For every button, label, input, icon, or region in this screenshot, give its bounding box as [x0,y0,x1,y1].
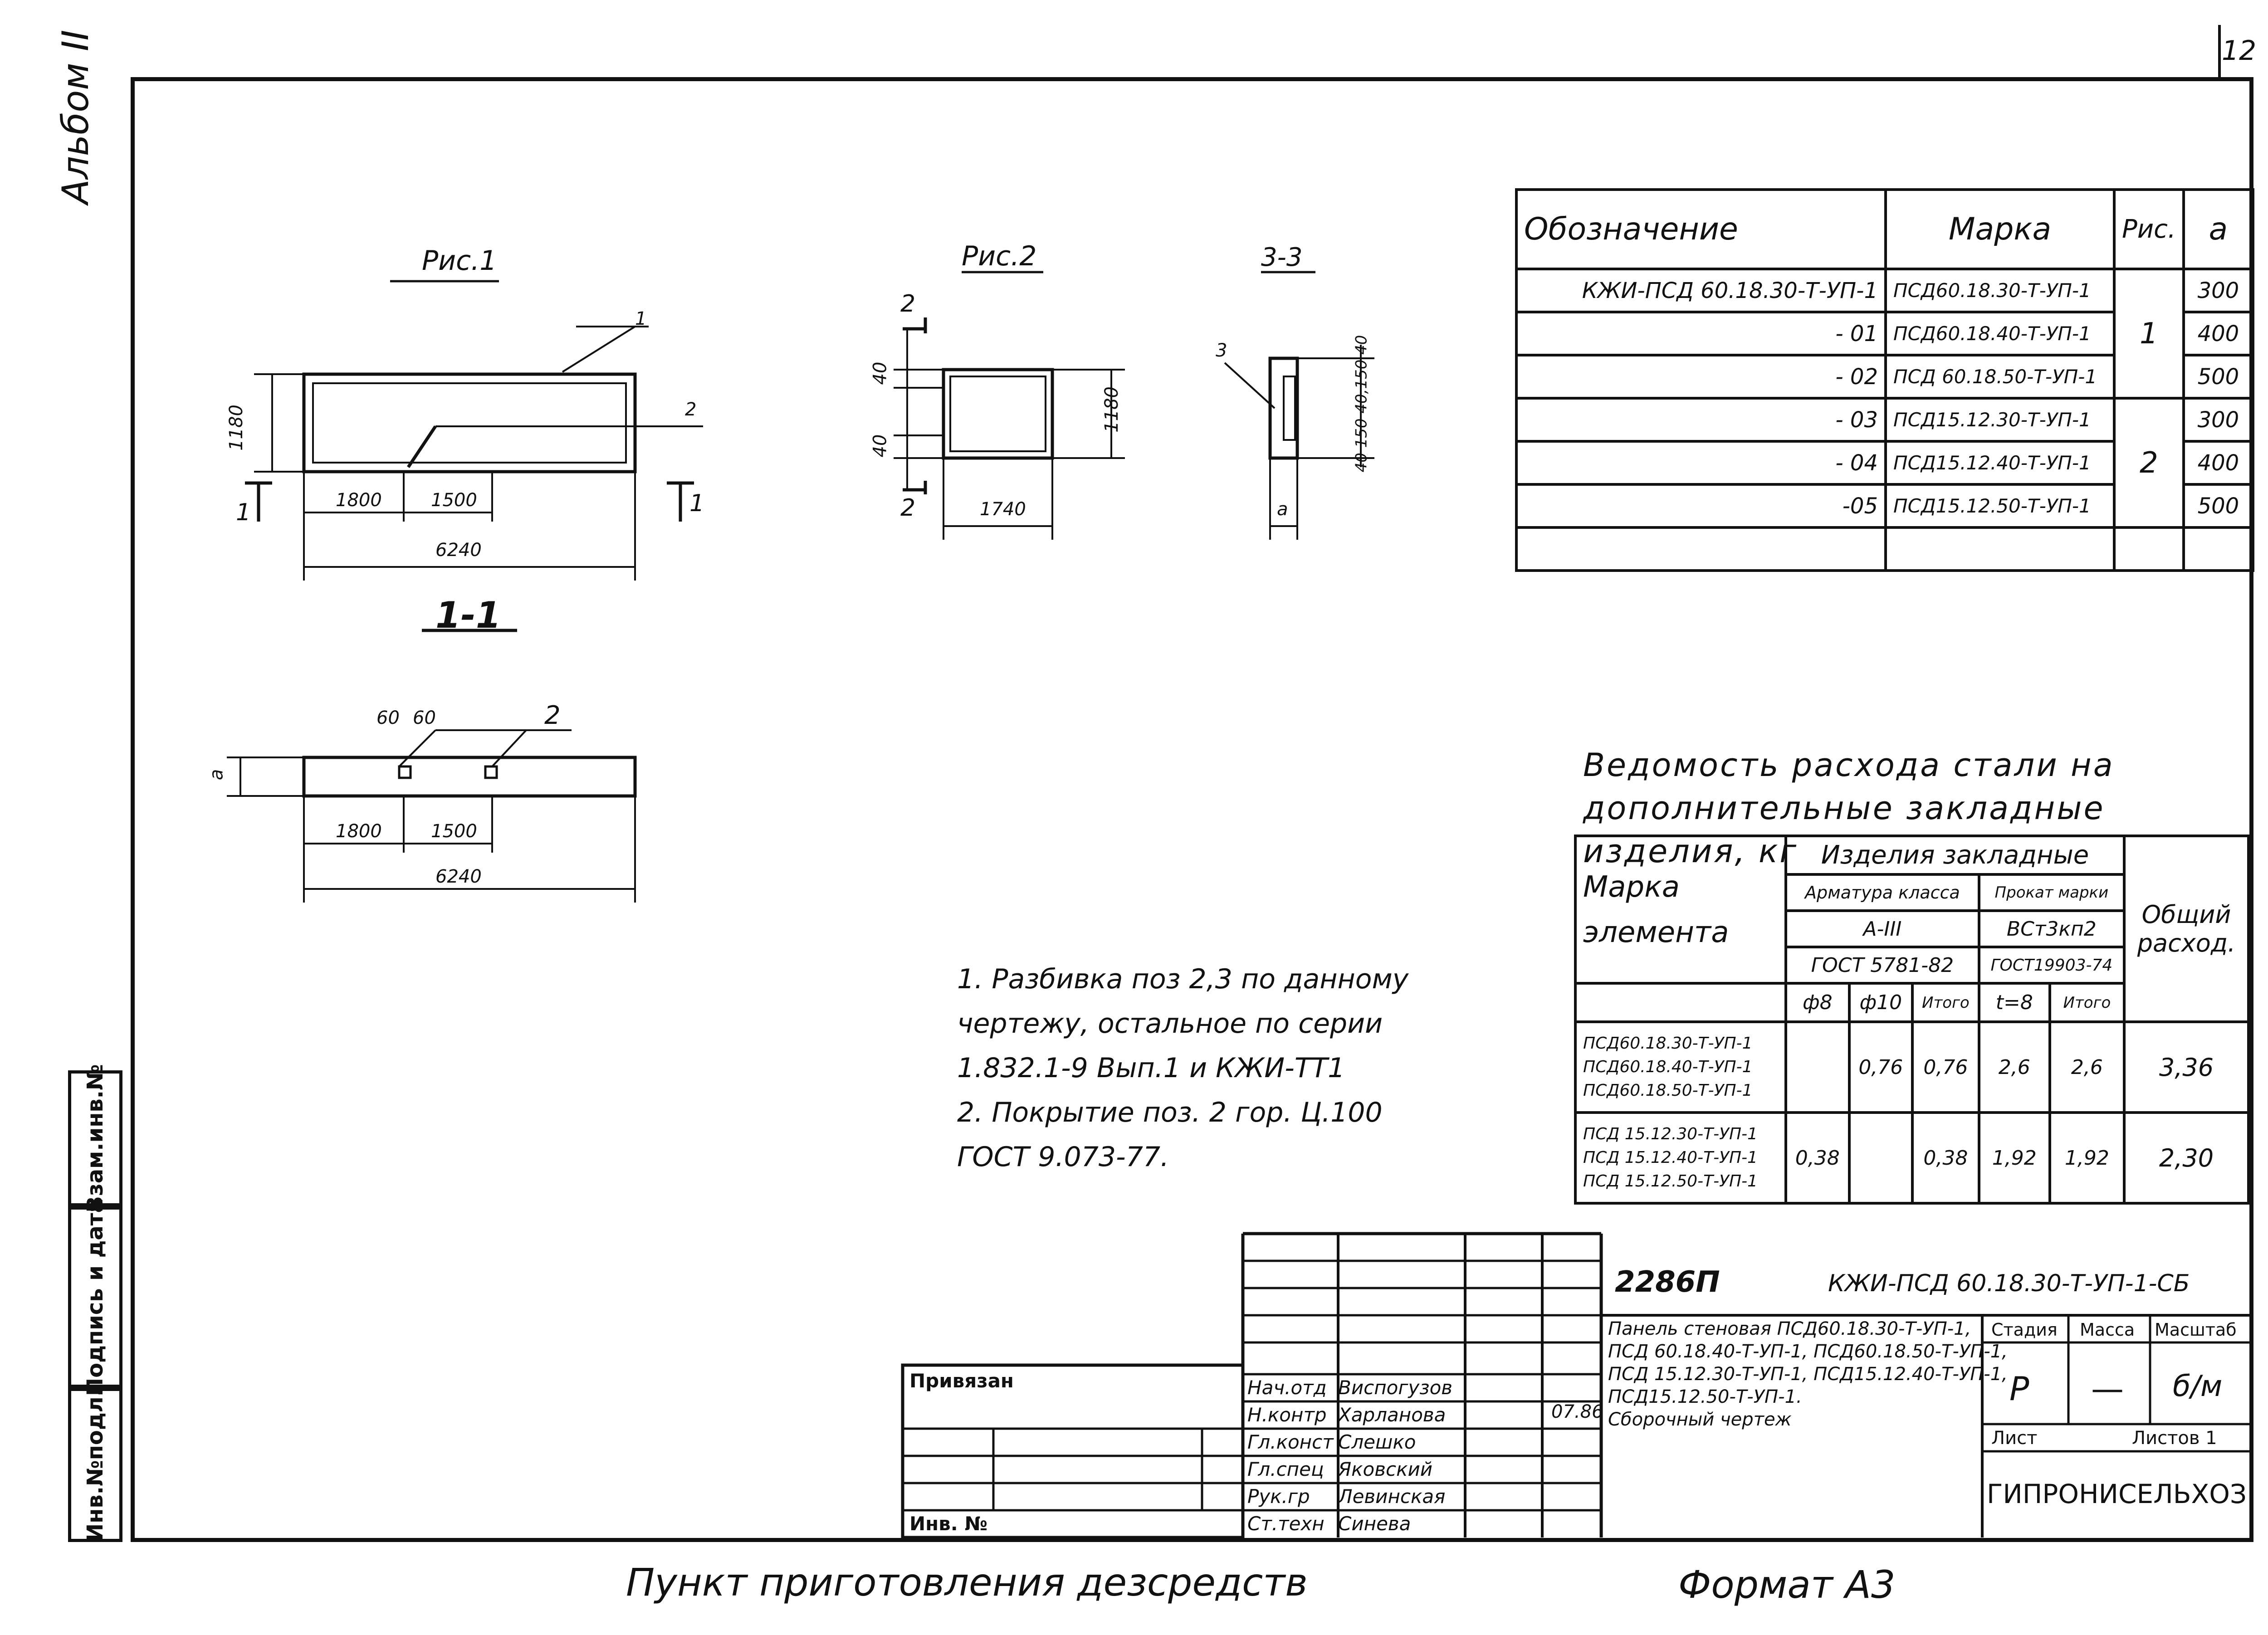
steel-col-items: Изделия закладные [1784,835,2126,876]
page-number: 12 [2218,25,2257,77]
marks-row [1515,526,2255,572]
sec11-a: a [206,769,227,781]
fig1-pos2: 2 [685,399,697,420]
sec11-dim-60a: 60 [376,708,400,728]
fig1-pos1: 1 [635,308,647,329]
sec33-pos: 3 [1216,340,1227,361]
marks-header-fig: Рис. [2113,188,2185,270]
steel-arm-gost: ГОСТ 5781-82 [1784,946,1980,985]
drawing-frame [131,77,2253,1542]
steel-sheet-table: Марка элемента Изделия закладные Общий р… [1574,835,2250,1205]
date: 07.86 [1551,1401,1603,1422]
section33-title: 3-3 [1261,243,1303,272]
sec11-dim-1800: 1800 [336,821,382,842]
fig2-cut-top: 2 [900,290,916,317]
stage-label: Стадия [1991,1320,2058,1340]
note-line: 1.832.1-9 Вып.1 и КЖИ-ТТ1 [957,1052,1345,1084]
steel-col-mark: Марка элемента [1574,835,1787,985]
fig1-dim-total: 6240 [435,540,482,561]
sec11-dim-1500: 1500 [431,821,477,842]
project-number: 2286П [1615,1265,1720,1299]
sec33-a: a [1277,499,1288,520]
sec33-dims: 40 150 40,150 40 [1352,335,1371,473]
sec11-dim-60b: 60 [413,708,436,728]
document-code: КЖИ-ПСД 60.18.30-Т-УП-1-СБ [1828,1270,2190,1297]
steel-prok-gost: ГОСТ19903-74 [1977,946,2126,985]
sec11-dim-total: 6240 [435,866,482,887]
section11-title: 1-1 [435,594,501,636]
sheets-label: Листов 1 [2132,1428,2217,1449]
fig2-cut-bot: 2 [900,494,916,522]
fig1-dim-1800: 1800 [336,490,382,511]
scale-value: б/м [2173,1370,2223,1403]
footer-left: Пункт приготовления дезсредств [626,1560,1308,1605]
marks-header-a: а [2182,188,2255,270]
sheet-label: Лист [1991,1428,2038,1449]
fig1-cut-right: 1 [689,490,705,517]
steel-prok-mark: ВСт3кп2 [1977,909,2126,948]
steel-col-prok: Прокат марки [1977,873,2126,912]
scale-label: Масштаб [2155,1320,2237,1340]
fig2-title: Рис.2 [962,240,1037,272]
fig2-dim-40b: 40 [870,434,891,458]
fig2-dim-40a: 40 [870,361,891,385]
footer-right: Формат А3 [1678,1562,1896,1607]
note-line: 1. Разбивка поз 2,3 по данному [957,963,1409,995]
stage-value: Р [2009,1370,2029,1408]
steel-col-arm: Арматура класса [1784,873,1980,912]
notes: 1. Разбивка поз 2,3 по данному чертежу, … [957,957,1408,1179]
stamp-signature-date: Подпись и дата [68,1198,122,1396]
fig1-dim-1500: 1500 [431,490,477,511]
mass-value: — [2091,1370,2124,1408]
inv-no-label: Инв. № [909,1513,987,1535]
note-line: ГОСТ 9.073-77. [957,1141,1169,1173]
fig1-title: Рис.1 [422,245,497,277]
fig1-cut-left: 1 [236,499,251,526]
marks-table: Обозначение Марка Рис. а КЖИ-ПСД 60.18.3… [1515,188,2255,572]
stamp-replaced-inv: Взам.инв.№ [68,1064,122,1213]
mass-label: Масса [2080,1320,2135,1340]
organization: ГИПРОНИСЕЛЬХОЗ [1987,1479,2247,1509]
stamp-original-inv: Инв.№подл. [68,1388,122,1542]
description: Панель стеновая ПСД60.18.30-Т-УП-1, ПСД … [1608,1318,2008,1430]
steel-arm-class: А-III [1784,909,1980,948]
fig1-dim-h: 1180 [225,405,247,451]
fig2-dim-w: 1740 [980,499,1026,520]
sec11-pos: 2 [544,701,561,730]
marks-header-mark: Марка [1884,188,2116,270]
marks-header-designation: Обозначение [1515,188,1887,270]
note-line: 2. Покрытие поз. 2 гор. Ц.100 [957,1097,1383,1128]
note-line: чертежу, остальное по серии [957,1008,1383,1040]
fig2-dim-h: 1180 [1101,386,1122,433]
privyazan-label: Привязан [909,1370,1014,1392]
steel-col-total: Общий расход. [2123,835,2250,1023]
